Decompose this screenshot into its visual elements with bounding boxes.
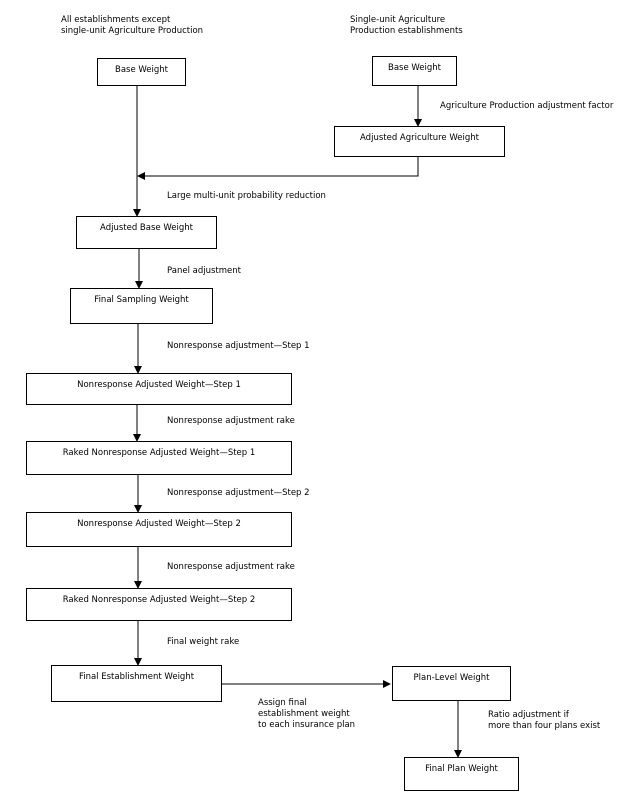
source-label-right: Single-unit Agriculture Production estab… [350,15,463,36]
edge-label-agriculture-adjustment: Agriculture Production adjustment factor [440,101,614,111]
final-plan-weight-box: Final Plan Weight [404,757,519,791]
final-establishment-weight-box: Final Establishment Weight [51,665,222,702]
base-weight-left-box: Base Weight [97,58,186,86]
edge-label-ratio-adjustment: Ratio adjustment if more than four plans… [488,710,601,731]
edge-label-multi-unit-reduction: Large multi-unit probability reduction [167,191,326,201]
nonresponse-step1-box: Nonresponse Adjusted Weight—Step 1 [26,373,292,405]
edge-label-nonresponse-step2: Nonresponse adjustment—Step 2 [167,488,310,498]
adjusted-agriculture-weight-box: Adjusted Agriculture Weight [334,126,505,157]
source-label-left: All establishments except single-unit Ag… [61,15,204,36]
edge-label-nonresponse-step1: Nonresponse adjustment—Step 1 [167,341,310,351]
plan-level-weight-box: Plan-Level Weight [392,666,511,701]
edge-label-final-weight-rake: Final weight rake [167,637,240,647]
edge-label-panel-adjustment: Panel adjustment [167,266,241,276]
adjusted-base-weight-box: Adjusted Base Weight [76,216,217,249]
edge-label-rake2: Nonresponse adjustment rake [167,562,295,572]
base-weight-right-box: Base Weight [372,56,457,86]
final-sampling-weight-box: Final Sampling Weight [70,288,213,324]
raked-step2-box: Raked Nonresponse Adjusted Weight—Step 2 [26,588,292,621]
nonresponse-step2-box: Nonresponse Adjusted Weight—Step 2 [26,512,292,547]
edge-label-assign-plan: Assign final establishment weight to eac… [258,698,356,730]
arrow-agriculture-merge [137,157,419,180]
raked-step1-box: Raked Nonresponse Adjusted Weight—Step 1 [26,441,292,475]
edge-label-rake1: Nonresponse adjustment rake [167,416,295,426]
